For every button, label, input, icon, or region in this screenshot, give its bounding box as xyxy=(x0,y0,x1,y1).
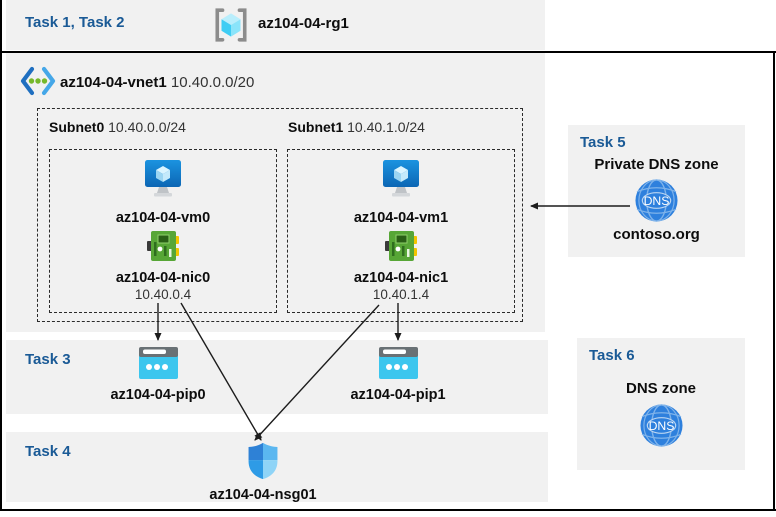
pip1-name: az104-04-pip1 xyxy=(350,387,446,403)
subnet1-name: Subnet1 xyxy=(288,119,344,135)
task-4-label: Task 4 xyxy=(25,443,71,460)
subnet0-box: az104-04-vm0 az104-04-nic0 xyxy=(49,149,277,313)
resource-group-icon xyxy=(212,6,250,49)
vm0-name: az104-04-vm0 xyxy=(115,210,211,226)
nic1-ip: 10.40.1.4 xyxy=(372,287,430,302)
subnet0-label: Subnet0 10.40.0.0/24 xyxy=(49,119,186,135)
dns-zone-title: DNS zone xyxy=(625,380,696,397)
subnet1-cidr: 10.40.1.0/24 xyxy=(347,119,425,135)
private-dns-zone-title: Private DNS zone xyxy=(594,156,719,173)
task-3-label: Task 3 xyxy=(25,351,71,368)
subnet1-label: Subnet1 10.40.1.0/24 xyxy=(288,119,425,135)
task-6-box: Task 6 DNS zone DNS xyxy=(577,338,745,470)
task-5-box: Task 5 Private DNS zone DNS contoso.org xyxy=(568,125,745,257)
virtual-network-icon xyxy=(20,66,56,101)
private-dns-icon-wrap: DNS xyxy=(580,178,733,223)
frame-right-border xyxy=(773,51,775,511)
vnet-title: az104-04-vnet1 10.40.0.0/20 xyxy=(60,74,254,91)
frame-top-border xyxy=(0,51,776,53)
subnet1-box: az104-04-vm1 az104-04-nic1 xyxy=(287,149,515,313)
nic0-ip: 10.40.0.4 xyxy=(134,287,192,302)
task-4-band: Task 4 az104-04-nsg01 xyxy=(6,432,548,503)
nic1-name: az104-04-nic1 xyxy=(353,270,449,286)
vnet-box: az104-04-vnet1 10.40.0.0/20 Subnet0 10.4… xyxy=(6,53,545,332)
task-3-band: Task 3 az104-04-pip0 xyxy=(6,340,548,414)
vnet-name: az104-04-vnet1 xyxy=(60,74,167,91)
nsg-shield-icon xyxy=(246,442,280,485)
pip1-icon xyxy=(378,347,418,384)
task-1-2-band: Task 1, Task 2 az104-04-rg1 xyxy=(6,0,545,50)
pip0-group: az104-04-pip0 xyxy=(83,347,233,403)
task-6-label: Task 6 xyxy=(589,347,635,364)
vm0-icon xyxy=(143,158,183,205)
frame-bottom-border xyxy=(0,509,776,511)
subnet0-name: Subnet0 xyxy=(49,119,105,135)
task-1-2-label: Task 1, Task 2 xyxy=(25,14,125,31)
subnets-outer-box: Subnet0 10.40.0.0/24 Subnet1 10.40.1.0/2… xyxy=(37,108,523,322)
nsg-group: az104-04-nsg01 xyxy=(183,442,343,503)
private-dns-zone-name: contoso.org xyxy=(613,226,700,243)
pip0-name: az104-04-pip0 xyxy=(110,387,206,403)
svg-text:DNS: DNS xyxy=(648,419,674,433)
subnet0-cidr: 10.40.0.0/24 xyxy=(108,119,186,135)
pip1-group: az104-04-pip1 xyxy=(323,347,473,403)
svg-text:DNS: DNS xyxy=(644,194,670,208)
vnet-cidr: 10.40.0.0/20 xyxy=(170,74,255,91)
task-5-label: Task 5 xyxy=(580,134,626,151)
nic1-icon xyxy=(384,230,418,267)
nsg-name: az104-04-nsg01 xyxy=(209,487,317,503)
resource-group-name: az104-04-rg1 xyxy=(258,15,349,32)
vm1-name: az104-04-vm1 xyxy=(353,210,449,226)
pip0-icon xyxy=(138,347,178,384)
dns-globe-icon: DNS xyxy=(635,179,678,222)
frame-left-border xyxy=(0,0,2,511)
nic0-icon xyxy=(146,230,180,267)
nic0-name: az104-04-nic0 xyxy=(115,270,211,286)
dns-icon-wrap: DNS xyxy=(589,403,733,448)
vm1-icon xyxy=(381,158,421,205)
dns-globe-icon: DNS xyxy=(639,404,683,447)
